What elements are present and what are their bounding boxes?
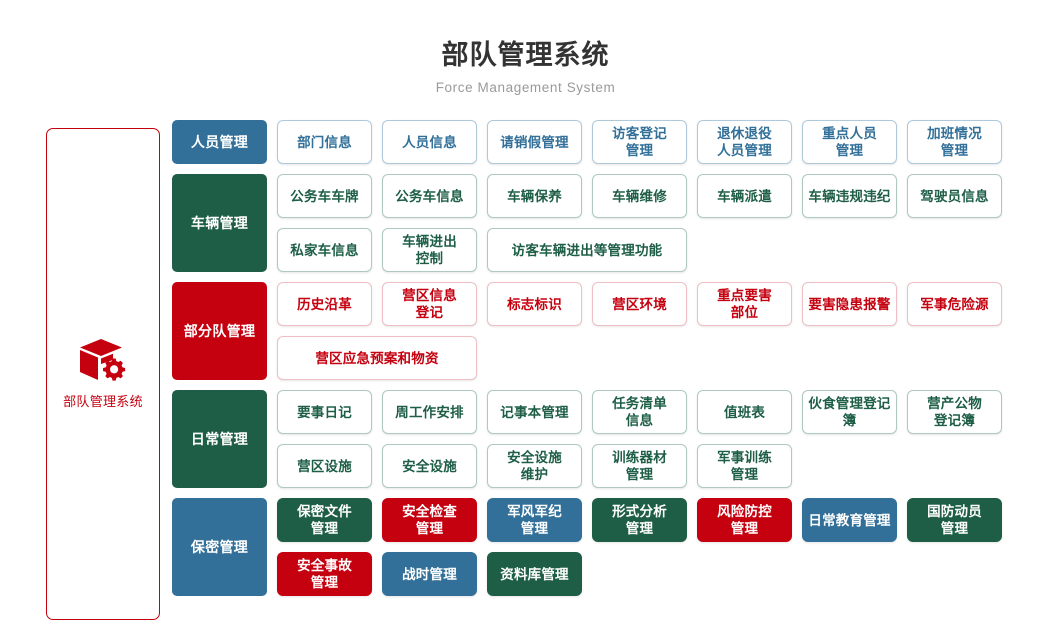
page-title: 部队管理系统 <box>441 40 610 70</box>
menu-tile[interactable]: 部门信息 <box>277 120 372 164</box>
menu-tile[interactable]: 军风军纪管理 <box>487 498 582 542</box>
group-list: 人员管理部门信息人员信息请销假管理访客登记管理退休退役人员管理重点人员管理加班情… <box>172 120 1002 596</box>
menu-tile[interactable]: 安全事故管理 <box>277 552 372 596</box>
group: 人员管理部门信息人员信息请销假管理访客登记管理退休退役人员管理重点人员管理加班情… <box>172 120 1002 164</box>
menu-tile[interactable]: 重点人员管理 <box>802 120 897 164</box>
group-header[interactable]: 保密管理 <box>172 498 267 596</box>
menu-tile[interactable]: 营区环境 <box>592 282 687 326</box>
menu-tile[interactable]: 加班情况管理 <box>907 120 1002 164</box>
menu-tile[interactable]: 国防动员管理 <box>907 498 1002 542</box>
tile-row: 保密文件管理安全检查管理军风军纪管理形式分析管理风险防控管理日常教育管理国防动员… <box>277 498 1002 542</box>
menu-tile[interactable]: 历史沿革 <box>277 282 372 326</box>
menu-tile[interactable]: 值班表 <box>697 390 792 434</box>
menu-tile[interactable]: 营区应急预案和物资 <box>277 336 477 380</box>
menu-tile[interactable]: 形式分析管理 <box>592 498 687 542</box>
tile-row: 营区设施安全设施安全设施维护训练器材管理军事训练管理 <box>277 444 1002 488</box>
sidebar-brand[interactable]: 部队管理系统 <box>63 338 143 410</box>
group-header[interactable]: 车辆管理 <box>172 174 267 272</box>
page-subtitle: Force Management System <box>435 80 616 95</box>
menu-tile[interactable]: 访客车辆进出等管理功能 <box>487 228 687 272</box>
tile-row: 安全事故管理战时管理资料库管理 <box>277 552 1002 596</box>
menu-tile[interactable]: 标志标识 <box>487 282 582 326</box>
menu-tile[interactable]: 人员信息 <box>382 120 477 164</box>
page-header: 部队管理系统 Force Management System <box>0 0 1051 96</box>
menu-tile[interactable]: 驾驶员信息 <box>907 174 1002 218</box>
menu-tile[interactable]: 安全设施维护 <box>487 444 582 488</box>
menu-tile[interactable]: 车辆进出控制 <box>382 228 477 272</box>
menu-tile[interactable]: 车辆派遣 <box>697 174 792 218</box>
menu-tile[interactable]: 请销假管理 <box>487 120 582 164</box>
tile-row: 部门信息人员信息请销假管理访客登记管理退休退役人员管理重点人员管理加班情况管理 <box>277 120 1002 164</box>
menu-tile[interactable]: 周工作安排 <box>382 390 477 434</box>
menu-tile[interactable]: 军事危险源 <box>907 282 1002 326</box>
menu-tile[interactable]: 要害隐患报警 <box>802 282 897 326</box>
menu-tile[interactable]: 训练器材管理 <box>592 444 687 488</box>
menu-tile[interactable]: 车辆维修 <box>592 174 687 218</box>
tile-row: 私家车信息车辆进出控制访客车辆进出等管理功能 <box>277 228 1002 272</box>
menu-tile[interactable]: 伙食管理登记簿 <box>802 390 897 434</box>
cube-gear-icon <box>80 339 126 381</box>
sidebar-brand-label: 部队管理系统 <box>63 394 143 409</box>
menu-tile[interactable]: 车辆违规违纪 <box>802 174 897 218</box>
tile-row: 要事日记周工作安排记事本管理任务清单信息值班表伙食管理登记簿营产公物登记簿 <box>277 390 1002 434</box>
menu-tile[interactable]: 私家车信息 <box>277 228 372 272</box>
menu-tile[interactable]: 安全设施 <box>382 444 477 488</box>
sidebar: 部队管理系统 <box>46 128 160 620</box>
menu-tile[interactable]: 保密文件管理 <box>277 498 372 542</box>
group-header[interactable]: 人员管理 <box>172 120 267 164</box>
group: 保密管理保密文件管理安全检查管理军风军纪管理形式分析管理风险防控管理日常教育管理… <box>172 498 1002 596</box>
menu-tile[interactable]: 日常教育管理 <box>802 498 897 542</box>
menu-tile[interactable]: 战时管理 <box>382 552 477 596</box>
tile-row: 公务车车牌公务车信息车辆保养车辆维修车辆派遣车辆违规违纪驾驶员信息 <box>277 174 1002 218</box>
menu-tile[interactable]: 任务清单信息 <box>592 390 687 434</box>
tile-row: 营区应急预案和物资 <box>277 336 1002 380</box>
menu-tile[interactable]: 访客登记管理 <box>592 120 687 164</box>
menu-tile[interactable]: 公务车信息 <box>382 174 477 218</box>
group-rows: 要事日记周工作安排记事本管理任务清单信息值班表伙食管理登记簿营产公物登记簿营区设… <box>277 390 1002 488</box>
menu-tile[interactable]: 公务车车牌 <box>277 174 372 218</box>
menu-tile[interactable]: 营产公物登记簿 <box>907 390 1002 434</box>
group-header[interactable]: 日常管理 <box>172 390 267 488</box>
group-rows: 保密文件管理安全检查管理军风军纪管理形式分析管理风险防控管理日常教育管理国防动员… <box>277 498 1002 596</box>
tile-row: 历史沿革营区信息登记标志标识营区环境重点要害部位要害隐患报警军事危险源 <box>277 282 1002 326</box>
menu-tile[interactable]: 要事日记 <box>277 390 372 434</box>
menu-tile[interactable]: 营区信息登记 <box>382 282 477 326</box>
group-rows: 部门信息人员信息请销假管理访客登记管理退休退役人员管理重点人员管理加班情况管理 <box>277 120 1002 164</box>
menu-tile[interactable]: 重点要害部位 <box>697 282 792 326</box>
menu-tile[interactable]: 军事训练管理 <box>697 444 792 488</box>
menu-tile[interactable]: 风险防控管理 <box>697 498 792 542</box>
menu-tile[interactable]: 记事本管理 <box>487 390 582 434</box>
group: 部分队管理历史沿革营区信息登记标志标识营区环境重点要害部位要害隐患报警军事危险源… <box>172 282 1002 380</box>
group-header[interactable]: 部分队管理 <box>172 282 267 380</box>
group-rows: 历史沿革营区信息登记标志标识营区环境重点要害部位要害隐患报警军事危险源营区应急预… <box>277 282 1002 380</box>
menu-tile[interactable]: 资料库管理 <box>487 552 582 596</box>
menu-tile[interactable]: 车辆保养 <box>487 174 582 218</box>
group-rows: 公务车车牌公务车信息车辆保养车辆维修车辆派遣车辆违规违纪驾驶员信息私家车信息车辆… <box>277 174 1002 272</box>
menu-tile[interactable]: 营区设施 <box>277 444 372 488</box>
menu-tile[interactable]: 退休退役人员管理 <box>697 120 792 164</box>
menu-tile[interactable]: 安全检查管理 <box>382 498 477 542</box>
group: 车辆管理公务车车牌公务车信息车辆保养车辆维修车辆派遣车辆违规违纪驾驶员信息私家车… <box>172 174 1002 272</box>
dashboard-board: 部队管理系统 人员管理部门信息人员信息请销假管理访客登记管理退休退役人员管理重点… <box>0 120 1051 620</box>
group: 日常管理要事日记周工作安排记事本管理任务清单信息值班表伙食管理登记簿营产公物登记… <box>172 390 1002 488</box>
